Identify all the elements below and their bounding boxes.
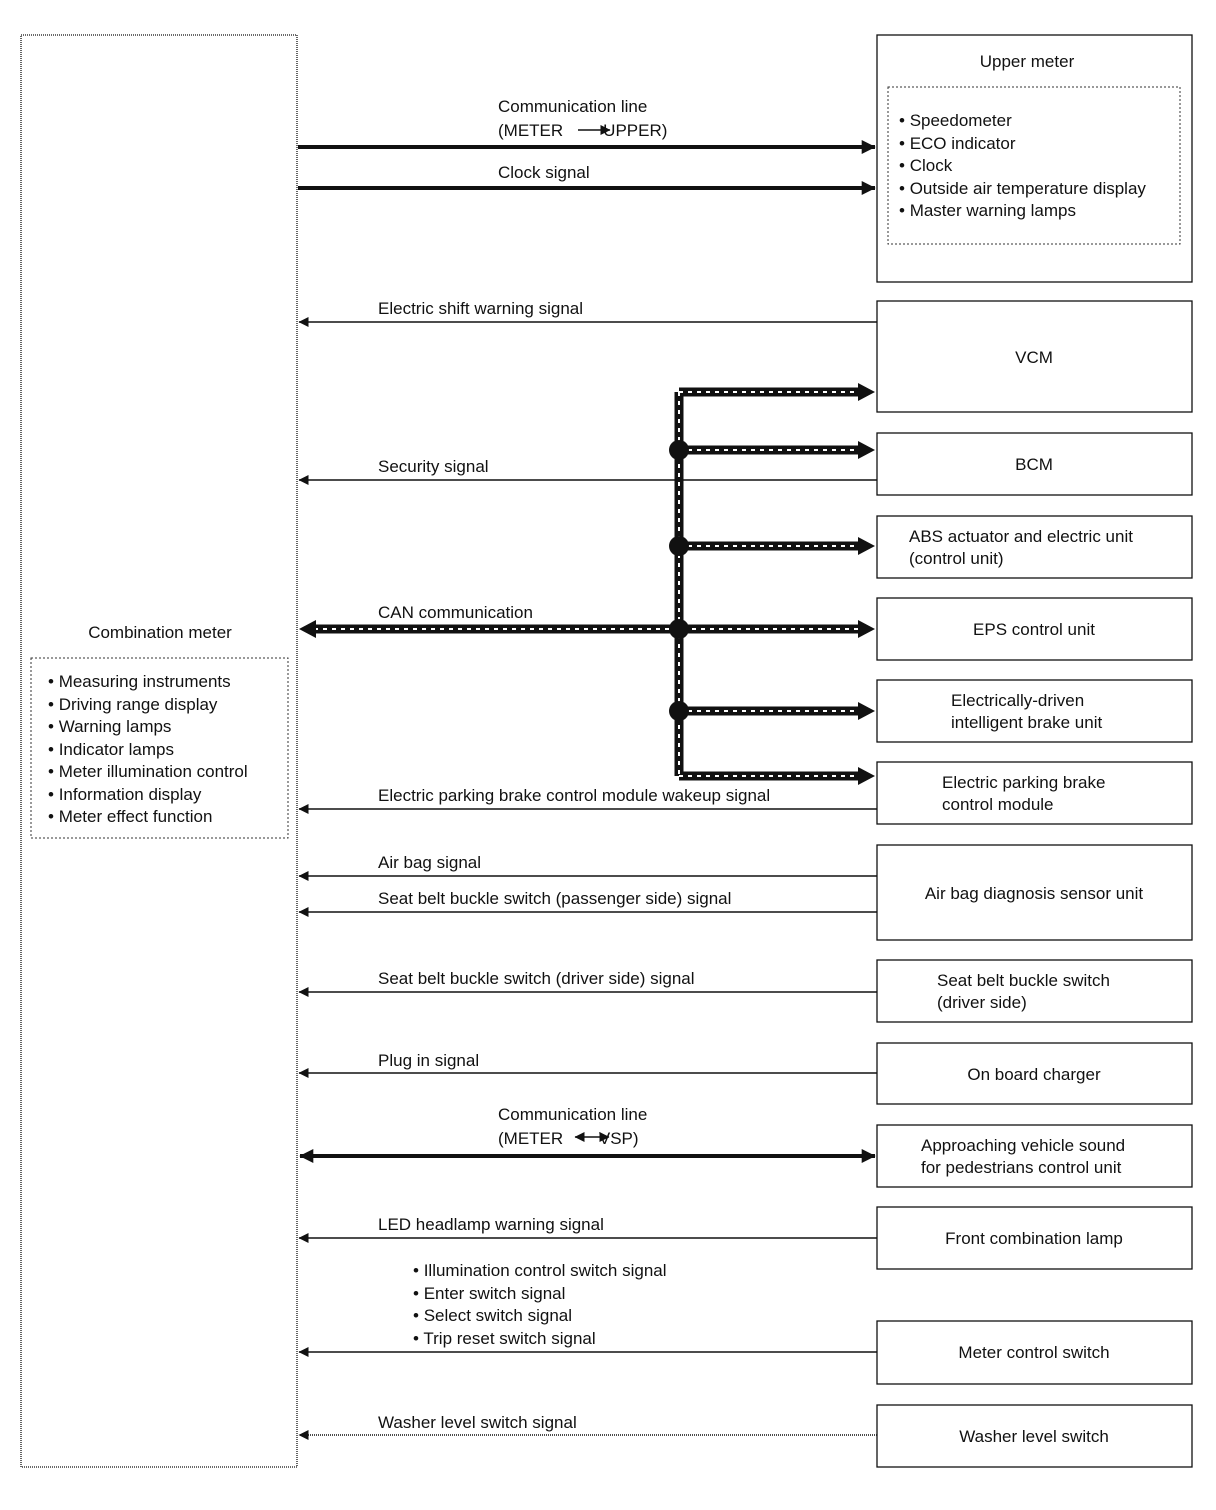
can-arrow-meter	[299, 620, 316, 638]
cm-function-1: • Driving range display	[48, 695, 218, 714]
can-arrow-brake	[858, 702, 875, 720]
upper-meter-title: Upper meter	[980, 52, 1075, 71]
combination-meter-title: Combination meter	[88, 623, 232, 642]
seatbelt-switch-label-line2: (driver side)	[937, 993, 1027, 1012]
vsp-unit-label-line2: for pedestrians control unit	[921, 1158, 1122, 1177]
epb-wakeup-label: Electric parking brake control module wa…	[378, 786, 770, 805]
can-junction	[669, 619, 689, 639]
upper-meter-box: Upper meter • Speedometer • ECO indicato…	[876, 34, 1193, 283]
can-junction	[669, 440, 689, 460]
parking-brake-label-line1: Electric parking brake	[942, 773, 1105, 792]
vcm-box: VCM	[876, 300, 1193, 413]
cm-function-2: • Warning lamps	[48, 717, 171, 736]
airbag-unit-box: Air bag diagnosis sensor unit	[876, 844, 1193, 941]
switch-signal-3: • Trip reset switch signal	[413, 1329, 596, 1348]
cm-function-0: • Measuring instruments	[48, 672, 231, 691]
can-arrow-abs	[858, 537, 875, 555]
upper-meter-function-list	[887, 86, 1181, 245]
can-junction	[669, 701, 689, 721]
bcm-label: BCM	[1015, 455, 1053, 474]
airbag-unit-label: Air bag diagnosis sensor unit	[925, 884, 1144, 903]
can-junction	[669, 536, 689, 556]
charger-label: On board charger	[967, 1065, 1101, 1084]
eps-unit-box: EPS control unit	[876, 597, 1193, 661]
can-label: CAN communication	[378, 603, 533, 622]
can-arrow-bcm	[858, 441, 875, 459]
front-lamp-label: Front combination lamp	[945, 1229, 1123, 1248]
clock-signal-label: Clock signal	[498, 163, 590, 182]
switch-signal-1: • Enter switch signal	[413, 1284, 565, 1303]
parking-brake-label-line2: control module	[942, 795, 1054, 814]
combination-meter-box: Combination meter • Measuring instrument…	[20, 34, 298, 1468]
washer-signal-label: Washer level switch signal	[378, 1413, 577, 1432]
vcm-label: VCM	[1015, 348, 1053, 367]
eps-unit-label: EPS control unit	[973, 620, 1095, 639]
front-lamp-box: Front combination lamp	[876, 1206, 1193, 1270]
parking-brake-module-box: Electric parking brake control module	[876, 761, 1193, 825]
seatbelt-driver-label: Seat belt buckle switch (driver side) si…	[378, 969, 695, 988]
um-function-3: • Outside air temperature display	[899, 179, 1146, 198]
can-arrow-vcm	[858, 383, 875, 401]
washer-switch-label: Washer level switch	[959, 1427, 1109, 1446]
um-function-4: • Master warning lamps	[899, 201, 1076, 220]
charger-box: On board charger	[876, 1042, 1193, 1105]
can-arrow-eps	[858, 620, 875, 638]
brake-unit-label-line2: intelligent brake unit	[951, 713, 1102, 732]
shift-warning-label: Electric shift warning signal	[378, 299, 583, 318]
meter-switch-box: Meter control switch	[876, 1320, 1193, 1385]
seatbelt-switch-label-line1: Seat belt buckle switch	[937, 971, 1110, 990]
vsp-unit-box: Approaching vehicle sound for pedestrian…	[876, 1124, 1193, 1188]
airbag-signal-label: Air bag signal	[378, 853, 481, 872]
um-function-0: • Speedometer	[899, 111, 1012, 130]
combination-meter-function-list	[30, 657, 289, 839]
vsp-unit-label-line1: Approaching vehicle sound	[921, 1136, 1125, 1155]
can-bus	[299, 383, 875, 785]
cm-function-5: • Information display	[48, 785, 202, 804]
abs-unit-label-line1: ABS actuator and electric unit	[909, 527, 1133, 546]
comm-vsp-label-line1: Communication line	[498, 1105, 647, 1124]
abs-unit-box: ABS actuator and electric unit (control …	[876, 515, 1193, 579]
washer-switch-box: Washer level switch	[876, 1404, 1193, 1468]
led-headlamp-label: LED headlamp warning signal	[378, 1215, 604, 1234]
switch-signal-0: • Illumination control switch signal	[413, 1261, 667, 1280]
um-function-2: • Clock	[899, 156, 953, 175]
plug-in-label: Plug in signal	[378, 1051, 479, 1070]
abs-unit-label-line2: (control unit)	[909, 549, 1003, 568]
brake-unit-box: Electrically-driven intelligent brake un…	[876, 679, 1193, 743]
switch-signal-2: • Select switch signal	[413, 1306, 572, 1325]
can-arrow-parking	[858, 767, 875, 785]
um-function-1: • ECO indicator	[899, 134, 1016, 153]
brake-unit-label-line1: Electrically-driven	[951, 691, 1084, 710]
security-signal-label: Security signal	[378, 457, 489, 476]
comm-upper-label-line1: Communication line	[498, 97, 647, 116]
cm-function-4: • Meter illumination control	[48, 762, 248, 781]
meter-switch-label: Meter control switch	[958, 1343, 1109, 1362]
seatbelt-switch-box: Seat belt buckle switch (driver side)	[876, 959, 1193, 1023]
bcm-box: BCM	[876, 432, 1193, 496]
cm-function-3: • Indicator lamps	[48, 740, 174, 759]
seatbelt-passenger-label: Seat belt buckle switch (passenger side)…	[378, 889, 731, 908]
cm-function-6: • Meter effect function	[48, 807, 212, 826]
